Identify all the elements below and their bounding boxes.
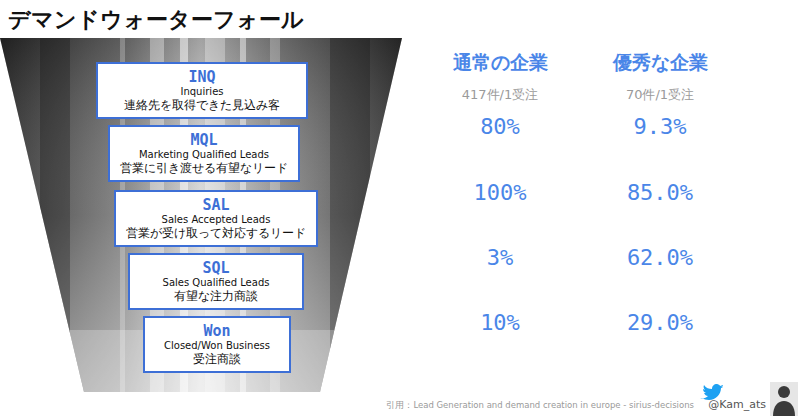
stage-code: MQL (190, 131, 217, 149)
stage-english: Marketing Qualified Leads (139, 149, 269, 161)
water-streaks (0, 38, 402, 392)
conversion-rate: 10% (480, 310, 520, 335)
conversion-rate: 100% (474, 180, 527, 205)
stage-code: SAL (202, 196, 229, 214)
conversion-rate: 62.0% (627, 245, 693, 270)
stage-code: SQL (202, 259, 229, 277)
conversion-rate: 85.0% (627, 180, 693, 205)
stage-description: 営業に引き渡せる有望なリード (120, 161, 288, 175)
source-caption: 引用：Lead Generation and demand creation i… (386, 400, 694, 412)
conversion-rate: 29.0% (627, 310, 693, 335)
stage-english: Inquiries (180, 86, 223, 98)
conversion-rate: 80% (480, 114, 520, 139)
stage-english: Closed/Won Business (164, 340, 270, 352)
avatar-head (778, 386, 790, 398)
funnel-shape (0, 38, 402, 392)
column-header: 優秀な企業 (613, 50, 708, 76)
stage-box: SALSales Accepted Leads営業が受け取って対応するリード (114, 190, 318, 247)
stage-english: Sales Accepted Leads (162, 214, 271, 226)
column-subtitle: 70件/1受注 (626, 86, 694, 104)
stage-box: SQLSales Qualified Leads有望な注力商談 (128, 253, 304, 310)
stage-description: 連絡先を取得できた見込み客 (124, 98, 280, 112)
twitter-handle: @Kam_ats (708, 398, 766, 411)
column-header: 通常の企業 (453, 50, 548, 76)
stage-description: 有望な注力商談 (174, 289, 258, 303)
stage-english: Sales Qualified Leads (163, 277, 270, 289)
stage-description: 営業が受け取って対応するリード (126, 226, 306, 240)
diagram-title: デマンドウォーターフォール (8, 5, 304, 35)
stage-box: WonClosed/Won Business受注商談 (143, 316, 291, 373)
column-subtitle: 417件/1受注 (462, 86, 538, 104)
avatar-photo (770, 382, 798, 416)
stage-box: MQLMarketing Qualified Leads営業に引き渡せる有望なリ… (108, 125, 300, 182)
twitter-bird (700, 384, 723, 400)
stage-code: INQ (188, 68, 215, 86)
stage-description: 受注商談 (193, 352, 241, 366)
conversion-rate: 9.3% (634, 114, 687, 139)
avatar-body (773, 401, 795, 416)
stage-box: INQInquiries連絡先を取得できた見込み客 (96, 62, 308, 119)
stage-code: Won (203, 322, 230, 340)
conversion-rate: 3% (487, 245, 514, 270)
